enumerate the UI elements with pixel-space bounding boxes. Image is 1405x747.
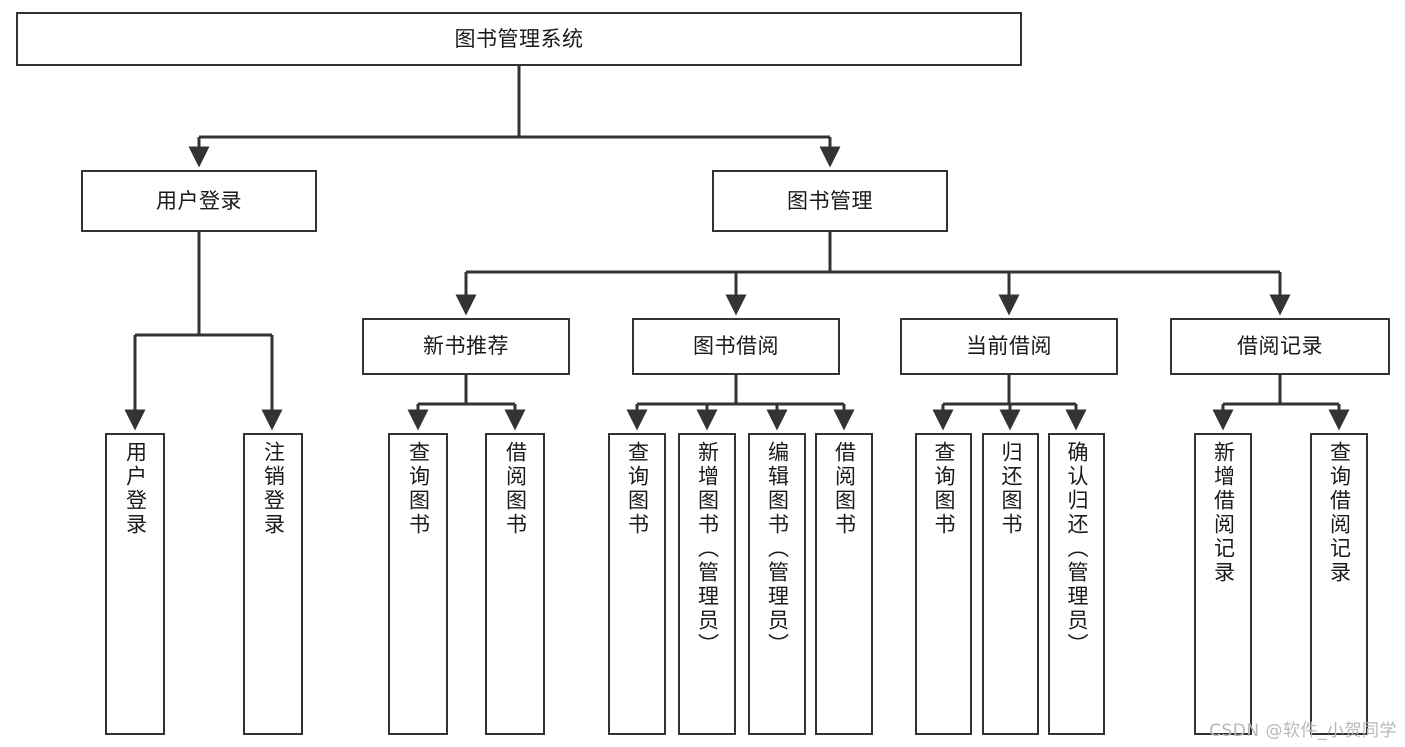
node-borrow-record-label: 借阅记录 [1237, 334, 1323, 359]
leaf-add-borrow-record[interactable]: 新增借阅记录 [1194, 433, 1252, 735]
node-root[interactable]: 图书管理系统 [16, 12, 1022, 66]
node-book-management-label: 图书管理 [787, 188, 873, 213]
leaf-query-book-borrow-label: 查询图书 [625, 441, 650, 537]
leaf-confirm-return-admin-label: 确认归还（管理员） [1065, 441, 1089, 657]
leaf-query-book-current-label: 查询图书 [932, 441, 956, 537]
node-current-borrow-label: 当前借阅 [966, 334, 1052, 359]
leaf-add-book-admin-label: 新增图书（管理员） [695, 441, 720, 657]
leaf-return-book-label: 归还图书 [999, 441, 1023, 537]
node-root-label: 图书管理系统 [454, 26, 584, 51]
leaf-add-book-admin[interactable]: 新增图书（管理员） [678, 433, 736, 735]
node-borrow-record[interactable]: 借阅记录 [1170, 318, 1390, 375]
node-book-borrow-label: 图书借阅 [693, 334, 779, 359]
leaf-confirm-return-admin[interactable]: 确认归还（管理员） [1048, 433, 1105, 735]
node-new-book-recommend[interactable]: 新书推荐 [362, 318, 570, 375]
leaf-query-book-recommend-label: 查询图书 [406, 441, 431, 537]
node-new-book-recommend-label: 新书推荐 [423, 334, 509, 359]
watermark-text: CSDN @软件_小贺同学 [1209, 721, 1397, 741]
leaf-edit-book-admin[interactable]: 编辑图书（管理员） [748, 433, 806, 735]
node-book-management[interactable]: 图书管理 [712, 170, 948, 232]
node-user-login[interactable]: 用户登录 [81, 170, 317, 232]
leaf-query-borrow-record[interactable]: 查询借阅记录 [1310, 433, 1368, 735]
leaf-query-borrow-record-label: 查询借阅记录 [1327, 441, 1352, 585]
leaf-query-book-borrow[interactable]: 查询图书 [608, 433, 666, 735]
leaf-borrow-book-label: 借阅图书 [832, 441, 857, 537]
leaf-borrow-book-recommend-label: 借阅图书 [503, 441, 528, 537]
leaf-query-book-current[interactable]: 查询图书 [915, 433, 972, 735]
leaf-borrow-book[interactable]: 借阅图书 [815, 433, 873, 735]
node-current-borrow[interactable]: 当前借阅 [900, 318, 1118, 375]
leaf-user-logout-label: 注销登录 [261, 441, 286, 537]
leaf-user-logout[interactable]: 注销登录 [243, 433, 303, 735]
node-user-login-label: 用户登录 [156, 188, 242, 213]
node-book-borrow[interactable]: 图书借阅 [632, 318, 840, 375]
leaf-edit-book-admin-label: 编辑图书（管理员） [765, 441, 790, 657]
leaf-user-login-label: 用户登录 [123, 441, 148, 537]
leaf-return-book[interactable]: 归还图书 [982, 433, 1039, 735]
leaf-user-login[interactable]: 用户登录 [105, 433, 165, 735]
leaf-borrow-book-recommend[interactable]: 借阅图书 [485, 433, 545, 735]
leaf-query-book-recommend[interactable]: 查询图书 [388, 433, 448, 735]
leaf-add-borrow-record-label: 新增借阅记录 [1211, 441, 1236, 585]
